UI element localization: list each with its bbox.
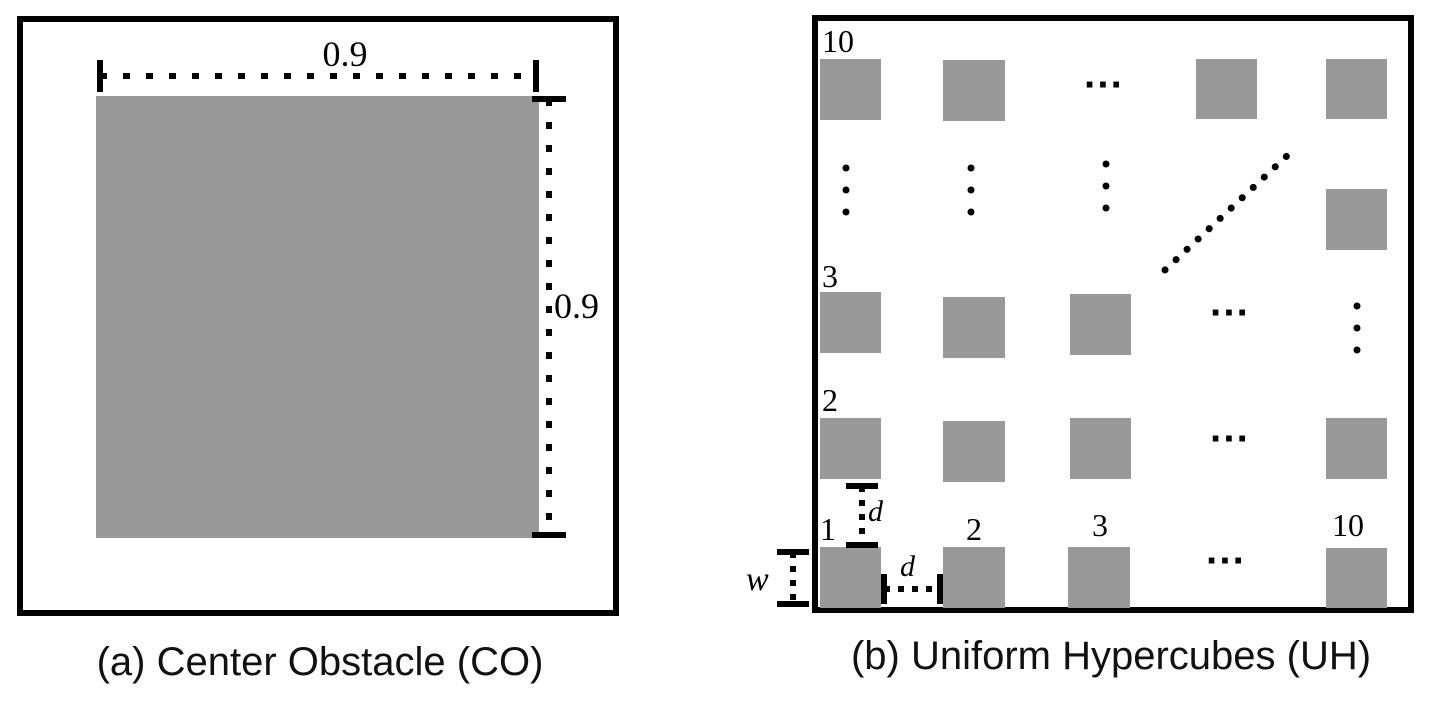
hypercube [1070,294,1131,355]
cube-width-dimension [777,549,809,607]
hypercube [943,421,1005,482]
panel-b: 10 3 2 1 2 3 10 ··· ··· ··· ··· d [746,15,1414,613]
center-obstacle [96,96,539,538]
hypercube [1326,189,1387,250]
hypercube [820,418,881,479]
panel-a-frame [17,16,619,616]
horizontal-gap-label: d [900,550,916,583]
col-label-3: 3 [1092,507,1108,543]
vertical-gap-dimension [846,483,878,548]
hypercube [1326,548,1387,608]
col-label-2: 2 [966,511,982,547]
height-label: 0.9 [554,286,599,326]
hypercube [820,547,881,608]
hypercube [943,547,1005,608]
diagonal-ellipsis [1161,149,1294,274]
hypercube [820,292,881,353]
panel-b-frame [812,15,1414,613]
row-label-10: 10 [822,23,854,59]
caption-uniform-hypercubes: (b) Uniform Hypercubes (UH) [850,634,1372,678]
hypercube [1326,59,1387,119]
ellipsis-row-3: ··· [1210,291,1250,335]
row-label-3: 3 [822,258,838,294]
caption-center-obstacle: (a) Center Obstacle (CO) [96,640,544,684]
ellipsis-row-1: ··· [1206,539,1246,583]
row-label-2: 2 [822,382,838,418]
hypercube [1196,59,1257,119]
horizontal-gap-dimension [881,574,943,604]
cube-width-label: w [746,561,769,598]
vertical-gap-label: d [868,495,884,528]
ellipsis-row-10: ··· [1084,63,1124,107]
row-label-1: 1 [820,511,836,547]
width-label: 0.9 [323,34,368,74]
panel-a: 0.9 0.9 [17,16,619,616]
col-label-10: 10 [1332,507,1364,543]
hypercube [1326,418,1387,479]
ellipsis-row-2: ··· [1210,417,1250,461]
hypercube [943,297,1005,358]
hypercube [1068,547,1130,608]
hypercube [820,59,881,120]
hypercube-grid [820,59,1387,608]
height-dimension [532,96,566,538]
hypercube [943,60,1005,121]
vertical-ellipses [842,160,1361,354]
hypercube [1070,418,1131,479]
width-dimension [97,60,539,92]
